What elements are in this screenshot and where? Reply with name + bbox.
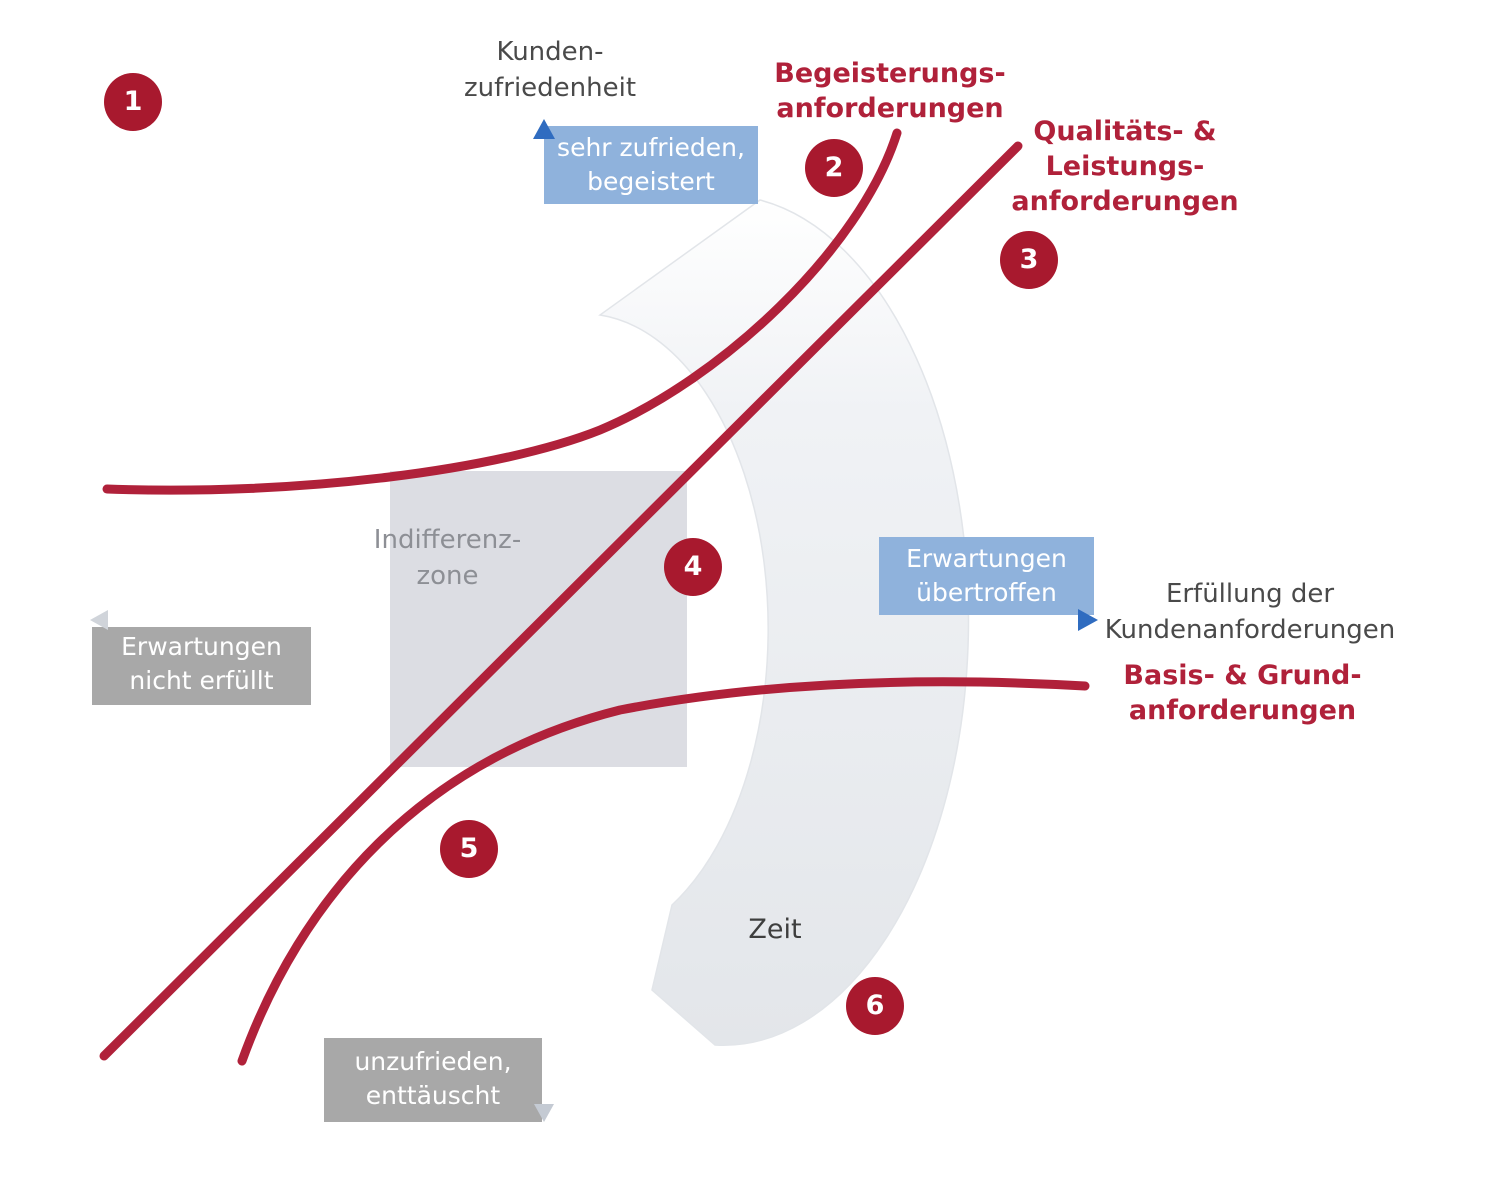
indifference-zone-label: Indifferenz- zone (373, 525, 522, 591)
box-expectations-not-met (92, 627, 311, 705)
box-expectations-exceeded (879, 537, 1094, 615)
badge-1: 1 (104, 73, 162, 131)
expectations-not-met-label: Erwartungen nicht erfüllt (121, 632, 282, 695)
performance-curve (99, 141, 1023, 1061)
expectations-exceeded-label: Erwartungen übertroffen (906, 544, 1067, 607)
x-axis-arrow-left (90, 610, 108, 630)
excitement-curve (102, 128, 902, 495)
badge-6: 6 (846, 977, 904, 1035)
dissatisfied-label: unzufrieden, enttäuscht (354, 1047, 512, 1110)
y-axis-arrow-down (534, 1104, 554, 1122)
basic-curve (237, 677, 1090, 1066)
performance-label: Qualitäts- & Leistungs- anforderungen (1011, 116, 1239, 217)
x-axis-arrow-right (1078, 609, 1098, 631)
x-axis-title: Erfüllung der Kundenanforderungen (1104, 579, 1396, 645)
badge-5: 5 (440, 820, 498, 878)
time-label: Zeit (748, 914, 802, 945)
y-axis-arrow-up (533, 119, 555, 139)
very-satisfied-label: sehr zufrieden, begeistert (557, 133, 745, 196)
y-axis-title: Kunden- zufriedenheit (463, 37, 637, 103)
badge-2: 2 (805, 139, 863, 197)
box-very-satisfied (544, 126, 758, 204)
excitement-label: Begeisterungs- anforderungen (774, 58, 1006, 124)
badge-3: 3 (1000, 231, 1058, 289)
badge-4: 4 (664, 538, 722, 596)
box-dissatisfied (324, 1038, 542, 1122)
basic-label: Basis- & Grund- anforderungen (1123, 660, 1362, 726)
